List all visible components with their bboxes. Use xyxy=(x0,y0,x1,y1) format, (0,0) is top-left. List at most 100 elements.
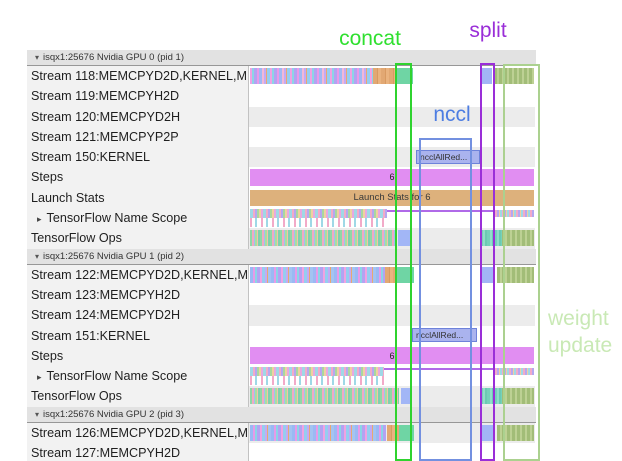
annotation-nccl-label: nccl xyxy=(433,103,471,126)
trace-row: Stream 124:MEMCPYD2H xyxy=(27,305,536,326)
flame-event-segment[interactable] xyxy=(250,209,387,228)
orange-event-segment[interactable] xyxy=(385,266,396,283)
annotation-weight-line2: update xyxy=(548,334,613,357)
trace-row: Steps 6 xyxy=(27,167,536,188)
barcode-event-segment[interactable] xyxy=(250,68,373,84)
section-header[interactable]: ▾isqx1:25676 Nvidia GPU 2 (pid 3) xyxy=(27,406,536,423)
trace-row: Stream 123:MEMCPYH2D xyxy=(27,284,536,306)
blue-event-segment[interactable] xyxy=(480,266,495,283)
section-header-label: isqx1:25676 Nvidia GPU 0 (pid 1) xyxy=(43,52,185,63)
timeline-track xyxy=(249,422,535,444)
row-label-text: TensorFlow Ops xyxy=(31,389,122,404)
ncclbar-event-segment[interactable]: ncclAllRed... xyxy=(416,149,480,164)
line-event-segment[interactable] xyxy=(387,210,534,213)
row-label: Launch Stats xyxy=(27,187,249,209)
steps-event-segment[interactable]: 6 xyxy=(250,168,534,186)
collapse-triangle-icon[interactable]: ▾ xyxy=(35,53,40,62)
expand-triangle-icon[interactable]: ▸ xyxy=(37,372,42,383)
row-label: Stream 127:MEMCPYH2D xyxy=(27,443,249,461)
row-label: ▸TensorFlow Name Scope xyxy=(27,208,249,229)
row-label: Stream 123:MEMCPYH2D xyxy=(27,284,249,306)
collapse-triangle-icon[interactable]: ▾ xyxy=(35,409,40,419)
row-label: ▸ TensorFlow Name Scope xyxy=(27,366,249,387)
row-label-text: Steps xyxy=(31,170,64,185)
row-label: Stream 126:MEMCPYD2D,KERNEL,MEMSET xyxy=(27,422,249,444)
collapse-triangle-icon[interactable]: ▾ xyxy=(35,251,40,261)
row-label: Stream 118:MEMCPYD2D,KERNEL,MEMSET xyxy=(27,66,249,87)
section-header[interactable]: ▾isqx1:25676 Nvidia GPU 0 (pid 1) xyxy=(27,50,536,66)
olive-event-segment[interactable] xyxy=(497,424,534,441)
flame2-event-segment[interactable] xyxy=(493,210,534,218)
trace-row: Steps 6 xyxy=(27,345,536,367)
row-label: Stream 120:MEMCPYD2H xyxy=(27,106,249,127)
blue-event-segment[interactable] xyxy=(398,230,411,247)
ncclbar-event-segment[interactable]: ncclAllRed... xyxy=(412,328,477,343)
row-label-text: TensorFlow Name Scope xyxy=(46,369,188,384)
section-header-label: isqx1:25676 Nvidia GPU 1 (pid 2) xyxy=(43,250,185,262)
line-event-segment[interactable] xyxy=(384,368,534,371)
orange-event-segment[interactable] xyxy=(373,68,396,84)
trace-row: Stream 126:MEMCPYD2D,KERNEL,MEMSET xyxy=(27,422,536,444)
steps-event-segment[interactable]: 6 xyxy=(250,347,534,365)
olive-event-segment[interactable] xyxy=(502,388,534,405)
timeline-track xyxy=(249,443,535,461)
expand-triangle-icon[interactable]: ▸ xyxy=(37,214,42,225)
barcode2-event-segment[interactable] xyxy=(250,266,385,283)
blue-event-segment[interactable] xyxy=(401,388,412,405)
timeline-track: ncclAllRed... xyxy=(249,147,535,168)
mint-event-segment[interactable] xyxy=(396,266,414,283)
row-label: TensorFlow Ops xyxy=(27,228,249,249)
flame2-event-segment[interactable] xyxy=(493,368,534,376)
trace-row: Stream 120:MEMCPYD2H xyxy=(27,106,536,127)
timeline-track xyxy=(249,208,535,229)
row-label-text: Launch Stats xyxy=(31,190,105,205)
trace-row: Stream 119:MEMCPYH2D xyxy=(27,86,536,107)
timeline-track: Launch Stats for 6 xyxy=(249,187,535,209)
trace-row: Stream 122:MEMCPYD2D,KERNEL,MEMSET xyxy=(27,264,536,285)
row-label-text: TensorFlow Ops xyxy=(31,231,122,246)
timeline-track xyxy=(249,366,535,387)
trace-row: Launch Stats Launch Stats for 6 xyxy=(27,187,536,209)
row-label: Steps xyxy=(27,345,249,367)
mint-event-segment[interactable] xyxy=(399,424,414,441)
timeline-track xyxy=(249,86,535,107)
orange-event-segment[interactable] xyxy=(387,424,399,441)
annotation-split-label: split xyxy=(469,19,507,42)
trace-row: TensorFlow Ops xyxy=(27,228,536,249)
section-header[interactable]: ▾isqx1:25676 Nvidia GPU 1 (pid 2) xyxy=(27,248,536,265)
ncclbar-event-label: ncclAllRed... xyxy=(416,330,464,341)
annotation-concat-label: concat xyxy=(339,27,401,50)
steps-event-label: 6 xyxy=(389,172,395,183)
mint-event-segment[interactable] xyxy=(396,68,413,84)
flame-event-segment[interactable] xyxy=(250,367,384,386)
blue-event-segment[interactable] xyxy=(481,424,495,441)
row-label: Steps xyxy=(27,167,249,188)
trace-row: Stream 118:MEMCPYD2D,KERNEL,MEMSET xyxy=(27,66,536,87)
barcode2-event-segment[interactable] xyxy=(250,424,386,441)
blue-event-segment[interactable] xyxy=(480,68,492,84)
timeline-track xyxy=(249,386,535,407)
ops-event-segment[interactable] xyxy=(250,230,396,247)
trace-row: ▸ TensorFlow Name Scope xyxy=(27,366,536,387)
olive-event-segment[interactable] xyxy=(502,230,534,247)
row-label: Stream 122:MEMCPYD2D,KERNEL,MEMSET xyxy=(27,264,249,285)
teal-event-segment[interactable] xyxy=(480,230,502,247)
launch-event-label: Launch Stats for 6 xyxy=(353,192,431,204)
row-label-text: Stream 126:MEMCPYD2D,KERNEL,MEMSET xyxy=(31,425,248,440)
ncclbar-event-label: ncclAllRed... xyxy=(420,151,468,162)
teal-event-segment[interactable] xyxy=(480,388,502,405)
trace-row: TensorFlow Ops xyxy=(27,386,536,407)
trace-row: ▸TensorFlow Name Scope xyxy=(27,208,536,229)
row-label-text: Stream 122:MEMCPYD2D,KERNEL,MEMSET xyxy=(31,267,248,282)
launch-event-segment[interactable]: Launch Stats for 6 xyxy=(250,189,534,206)
row-label-text: Stream 120:MEMCPYD2H xyxy=(31,109,181,124)
olive-event-segment[interactable] xyxy=(494,68,534,84)
timeline-track xyxy=(249,106,535,127)
timeline-track: 6 xyxy=(249,167,535,188)
olive-event-segment[interactable] xyxy=(497,266,534,283)
steps-event-label: 6 xyxy=(389,350,395,361)
row-label-text: Stream 119:MEMCPYH2D xyxy=(31,89,180,104)
timeline-track: 6 xyxy=(249,345,535,367)
ops-event-segment[interactable] xyxy=(250,388,399,405)
